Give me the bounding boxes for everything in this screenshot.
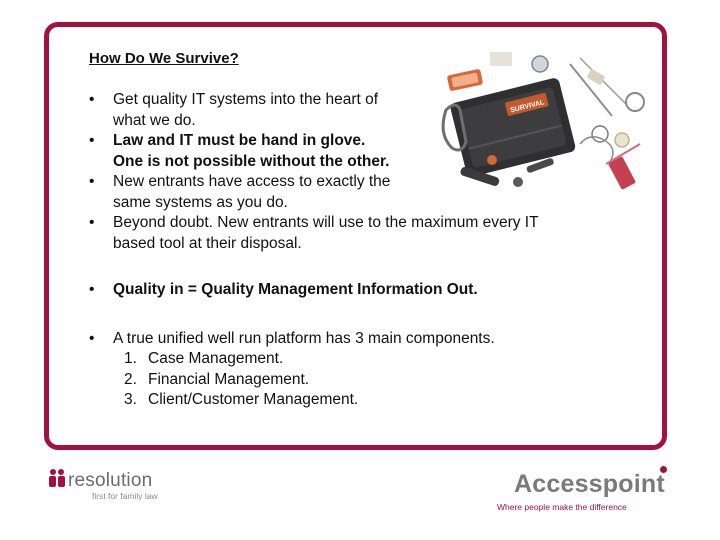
resolution-tagline: first for family law xyxy=(92,491,158,501)
bullet-item: • New entrants have access to exactly th… xyxy=(89,172,629,213)
bullet-item: • Law and IT must be hand in glove. One … xyxy=(89,131,629,172)
component-number: 1. xyxy=(124,350,137,367)
slide-title: How Do We Survive? xyxy=(89,50,239,67)
bullet-list: • Get quality IT systems into the heart … xyxy=(89,90,629,411)
bullet-glyph: • xyxy=(89,281,95,298)
accesspoint-tagline: Where people make the difference xyxy=(497,502,627,512)
bullet-item: • Get quality IT systems into the heart … xyxy=(89,90,629,131)
component-item: 1. Case Management. xyxy=(89,349,629,370)
bullet-text: Beyond doubt. New entrants will use to t… xyxy=(113,214,539,252)
resolution-logo-icon xyxy=(49,469,65,487)
component-item: 3. Client/Customer Management. xyxy=(89,390,629,411)
bullet-glyph: • xyxy=(89,91,95,108)
bullet-text: Get quality IT systems into the heart of… xyxy=(113,91,379,129)
bullet-text: A true unified well run platform has 3 m… xyxy=(113,329,495,347)
bullet-text: Law and IT must be hand in glove. One is… xyxy=(113,132,390,170)
component-label: Case Management. xyxy=(148,350,284,367)
component-label: Financial Management. xyxy=(148,370,310,388)
accesspoint-logo-dot xyxy=(660,466,667,473)
bullet-item-platform: • A true unified well run platform has 3… xyxy=(89,329,629,350)
bullet-item-quality: • Quality in = Quality Management Inform… xyxy=(89,280,629,301)
component-number: 3. xyxy=(124,391,137,408)
survival-kit-image: SURVIVAL xyxy=(441,52,645,190)
resolution-logo-text: resolution xyxy=(68,470,153,491)
bullet-item: • Beyond doubt. New entrants will use to… xyxy=(89,213,629,254)
component-item: 2. Financial Management. xyxy=(89,370,629,391)
bullet-glyph: • xyxy=(89,132,95,149)
bullet-text: Quality in = Quality Management Informat… xyxy=(113,281,478,298)
component-label: Client/Customer Management. xyxy=(148,391,359,408)
slide-frame xyxy=(44,22,667,450)
component-number: 2. xyxy=(124,370,137,388)
bullet-glyph: • xyxy=(89,214,95,231)
accesspoint-logo-text: Accesspoint xyxy=(514,470,665,498)
bullet-text: New entrants have access to exactly the … xyxy=(113,173,391,211)
bullet-glyph: • xyxy=(89,329,95,347)
bullet-glyph: • xyxy=(89,173,95,190)
